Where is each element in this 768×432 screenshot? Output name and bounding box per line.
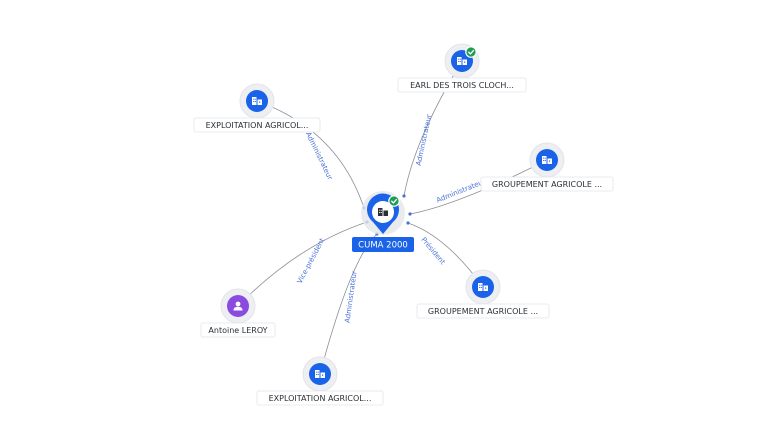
relation-label: Administrateur: [415, 114, 434, 167]
nodes: EARL DES TROIS CLOCH... EXPLOITATION AGRI…: [193, 43, 614, 406]
relation-label: Administrateur: [435, 177, 486, 204]
edge-arrow: [406, 221, 410, 225]
verified-check-icon: [465, 46, 477, 58]
node-label-box: [480, 176, 614, 192]
node-expl1[interactable]: EXPLOITATION AGRICOL...: [193, 83, 321, 133]
node-disc: [246, 90, 268, 112]
center-label-box: [352, 237, 414, 252]
building-icon: [252, 97, 262, 105]
node-label-box: [193, 117, 321, 133]
building-icon: [378, 208, 388, 216]
edge-line: [409, 159, 548, 215]
node-label: EXPLOITATION AGRICOL...: [269, 394, 372, 403]
building-icon: [457, 57, 467, 65]
edge-expl1: Administrateur: [256, 100, 366, 210]
node-label: GROUPEMENT AGRICOLE ...: [428, 307, 538, 316]
node-label: EXPLOITATION AGRICOL...: [206, 121, 309, 130]
center-label: CUMA 2000: [358, 241, 408, 251]
relation-label: Administrateur: [343, 270, 358, 323]
verified-check-icon: [388, 195, 400, 207]
edge-line: [256, 100, 365, 209]
building-icon: [315, 370, 325, 378]
building-icon: [542, 156, 552, 164]
edge-arrow: [402, 194, 406, 198]
center-pin-inner: [372, 201, 394, 223]
relation-label: Administrateur: [304, 131, 334, 182]
node-disc: [309, 363, 331, 385]
node-grp2[interactable]: GROUPEMENT AGRICOLE ...: [416, 269, 550, 319]
edge-arrow: [408, 212, 412, 216]
node-disc: [536, 149, 558, 171]
relation-label: Vice-président: [296, 237, 327, 285]
center-node[interactable]: CUMA 2000: [352, 191, 414, 252]
building-icon: [478, 283, 488, 291]
node-person[interactable]: Antoine LEROY: [200, 288, 276, 338]
node-label-box: [256, 390, 384, 406]
node-label: EARL DES TROIS CLOCH...: [410, 81, 514, 90]
node-grp1[interactable]: GROUPEMENT AGRICOLE ...: [480, 142, 614, 192]
node-label: Antoine LEROY: [208, 326, 267, 335]
relation-label: Président: [419, 236, 446, 266]
node-earl[interactable]: EARL DES TROIS CLOCH...: [397, 43, 527, 93]
person-icon: [233, 301, 243, 311]
edge-line: [237, 221, 368, 307]
node-disc: [472, 276, 494, 298]
edge-expl2: Administrateur: [319, 232, 379, 375]
node-expl2[interactable]: EXPLOITATION AGRICOL...: [256, 356, 384, 406]
node-label: GROUPEMENT AGRICOLE ...: [492, 180, 602, 189]
node-label-box: [397, 77, 527, 93]
node-label-box: [200, 322, 276, 338]
node-label-box: [416, 303, 550, 319]
